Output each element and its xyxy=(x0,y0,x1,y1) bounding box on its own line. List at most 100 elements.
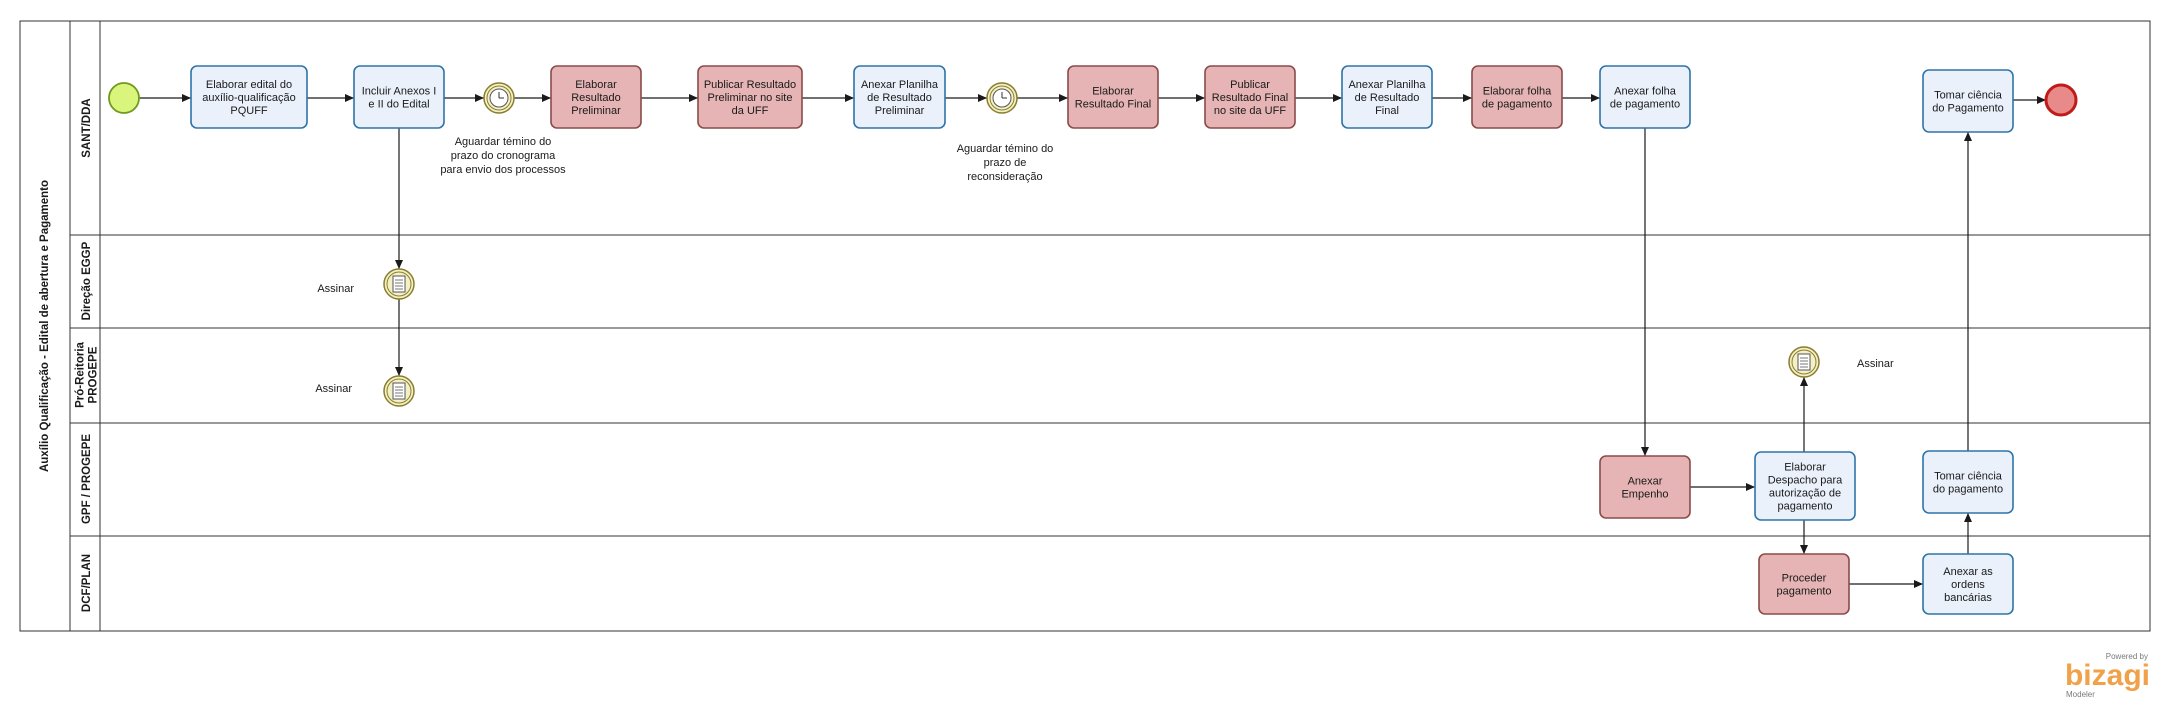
end-event-icon xyxy=(2044,83,2078,117)
task-label-line: Tomar ciência xyxy=(1934,471,2003,483)
task-label-line: Empenho xyxy=(1621,489,1668,501)
task-label-line: Incluir Anexos I xyxy=(362,86,437,98)
event-label: Assinar xyxy=(1857,358,1894,370)
event-label-line: reconsideração xyxy=(967,171,1042,183)
task-box xyxy=(353,65,445,129)
task-label-line: Elaborar xyxy=(575,79,617,91)
task-box xyxy=(1758,553,1850,615)
event-label: Assinar xyxy=(317,283,354,295)
branding-powered-by: Powered by xyxy=(2106,652,2148,661)
event-end[interactable] xyxy=(2044,83,2078,117)
lane-label-text: PROGEPE xyxy=(88,346,100,403)
task-label-line: Preliminar xyxy=(571,105,621,117)
event-sign1[interactable]: Assinar xyxy=(317,268,415,300)
lane-label-text: Direção EGGP xyxy=(81,241,93,320)
branding-modeler: Modeler xyxy=(2066,690,2095,699)
event-start[interactable] xyxy=(108,82,140,114)
document-icon xyxy=(392,275,406,293)
task-label-line: auxílio-qualificação xyxy=(202,92,296,104)
event-label: Assinar xyxy=(315,383,352,395)
event-sign3[interactable]: Assinar xyxy=(1788,346,1894,378)
task-label-line: Final xyxy=(1375,105,1399,117)
task-label-line: de Resultado xyxy=(867,92,932,104)
lane-label-text: SANT/DDA xyxy=(81,98,93,157)
event-label-line: Aguardar témino do xyxy=(455,136,552,148)
task-label-line: no site da UFF xyxy=(1214,105,1286,117)
task-box xyxy=(1922,69,2014,133)
task-label-line: Publicar xyxy=(1230,79,1270,91)
task-label-line: pagamento xyxy=(1777,501,1832,513)
task-label-line: PQUFF xyxy=(230,105,268,117)
bizagi-branding: Powered by bizagi Modeler xyxy=(2065,652,2150,699)
task-box xyxy=(1471,65,1563,129)
task-box xyxy=(1204,65,1296,129)
task-label-line: bancárias xyxy=(1944,592,1992,604)
task-box xyxy=(1067,65,1159,129)
lane-label-text: Pró-Reitoria xyxy=(75,341,87,407)
task-label-line: do Pagamento xyxy=(1932,103,2004,115)
task-label-line: de pagamento xyxy=(1482,99,1552,111)
task-label-line: Anexar xyxy=(1628,476,1663,488)
message-event-inner-ring xyxy=(1791,349,1817,375)
message-event-inner-ring xyxy=(386,271,412,297)
task-label-line: Anexar as xyxy=(1943,566,1993,578)
lane-label-dcf: DCF/PLAN xyxy=(81,554,93,612)
event-label-line: para envio dos processos xyxy=(440,164,566,176)
document-icon xyxy=(392,382,406,400)
lane-label-text: DCF/PLAN xyxy=(81,554,93,612)
task-label-line: da UFF xyxy=(732,105,769,117)
event-timer1[interactable]: Aguardar témino do prazo do cronograma par… xyxy=(440,82,566,176)
event-label-line: Assinar xyxy=(317,283,354,295)
event-label-line: prazo de xyxy=(984,157,1027,169)
task-box xyxy=(1599,65,1691,129)
task-label-line: Resultado Final xyxy=(1075,99,1151,111)
task-box xyxy=(190,65,308,129)
task-label-line: e II do Edital xyxy=(368,99,429,111)
task-label-line: Preliminar no site xyxy=(708,92,793,104)
task-label-line: Anexar Planilha xyxy=(1348,79,1426,91)
task-label-line: Elaborar xyxy=(1784,462,1826,474)
start-event-icon xyxy=(108,82,140,114)
document-icon xyxy=(1797,353,1811,371)
task-box xyxy=(1922,450,2014,514)
event-label-line: Assinar xyxy=(1857,358,1894,370)
timer-event-inner-ring xyxy=(486,85,512,111)
message-event-inner-ring xyxy=(386,378,412,404)
task-label-line: Publicar Resultado xyxy=(704,79,796,91)
task-box xyxy=(1922,553,2014,615)
event-sign2[interactable]: Assinar xyxy=(315,375,415,407)
event-label-line: prazo do cronograma xyxy=(451,150,556,162)
task-label-line: Elaborar folha xyxy=(1483,86,1552,98)
